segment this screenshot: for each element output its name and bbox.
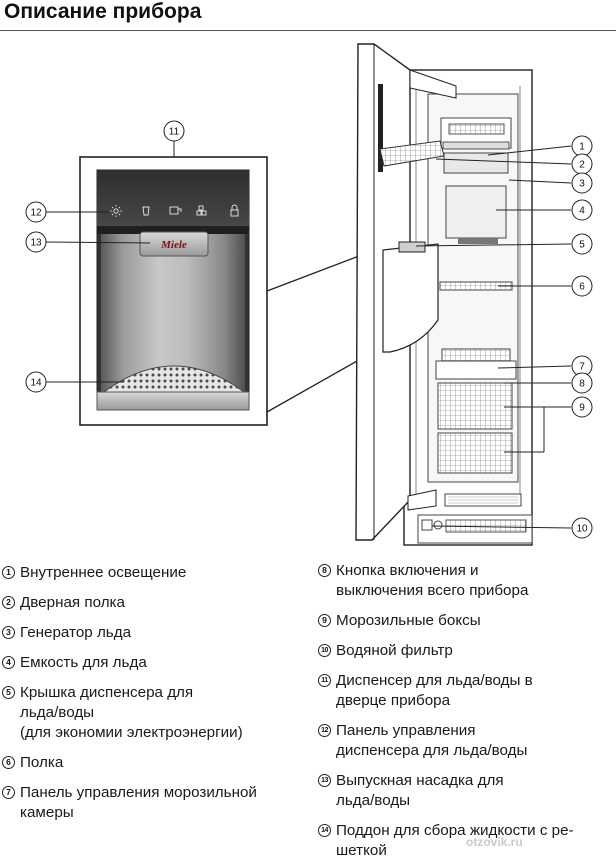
item-number: 1	[2, 566, 15, 579]
callout-12: 12	[25, 201, 47, 223]
legend-item: 7 Панель управления морозильной камеры	[2, 783, 302, 823]
item-label: Панель управления диспенсера для льда/во…	[336, 722, 528, 759]
legend-item: 9 Морозильные боксы	[318, 611, 614, 631]
item-label: Поддон для сбора жидкости с ре- шеткой	[336, 822, 574, 859]
item-label: Диспенсер для льда/воды в дверце прибора	[336, 672, 533, 709]
item-number: 4	[2, 656, 15, 669]
item-label: Панель управления морозильной камеры	[20, 784, 257, 821]
cup-icon	[142, 206, 150, 216]
legend-item: 5 Крышка диспенсера для льда/воды (для эк…	[2, 683, 302, 743]
legend-left: 1 Внутреннее освещение 2 Дверная полка 3 Ге…	[2, 563, 302, 823]
item-number: 8	[318, 564, 331, 577]
item-number: 5	[2, 686, 15, 699]
item-number: 11	[318, 674, 331, 687]
svg-text:10: 10	[576, 524, 588, 535]
freezer-illustration	[355, 43, 533, 546]
callout-6: 6	[571, 275, 593, 297]
svg-text:3: 3	[579, 179, 585, 190]
callout-3: 3	[571, 172, 593, 194]
appliance-diagram: Miele	[25, 43, 593, 546]
legend-item: 4 Емкость для льда	[2, 653, 302, 673]
outlet-nozzle: Miele	[139, 231, 209, 257]
svg-text:2: 2	[579, 160, 585, 171]
callout-9: 9	[571, 396, 593, 418]
callout-8: 8	[571, 372, 593, 394]
legend-item: 10 Водяной фильтр	[318, 641, 614, 661]
callout-5: 5	[571, 233, 593, 255]
svg-text:1: 1	[579, 142, 585, 153]
item-number: 6	[2, 756, 15, 769]
legend-item: 1 Внутреннее освещение	[2, 563, 302, 583]
svg-text:11: 11	[169, 127, 180, 138]
leader-lines	[45, 139, 572, 529]
item-label: Выпускная насадка для льда/воды	[336, 772, 504, 809]
legend-item: 2 Дверная полка	[2, 593, 302, 613]
legend-right: 8 Кнопка включения и выключения всего при…	[318, 561, 614, 861]
item-label: Емкость для льда	[20, 654, 147, 671]
svg-text:7: 7	[579, 362, 585, 373]
callout-2: 2	[571, 153, 593, 175]
item-label: Кнопка включения и выключения всего приб…	[336, 562, 529, 599]
dispenser-zoom: Miele	[79, 156, 381, 426]
item-label: Крышка диспенсера для льда/воды (для эко…	[20, 684, 243, 741]
svg-text:12: 12	[30, 208, 42, 219]
item-label: Генератор льда	[20, 624, 132, 641]
control-panel-icons	[110, 204, 239, 217]
item-number: 2	[2, 596, 15, 609]
legend-item: 8 Кнопка включения и выключения всего при…	[318, 561, 614, 601]
brand-logo: Miele	[160, 239, 187, 251]
callout-14: 14	[25, 371, 47, 393]
item-number: 13	[318, 774, 331, 787]
item-label: Морозильные боксы	[336, 612, 481, 629]
item-label: Полка	[20, 754, 64, 771]
drip-tray	[96, 365, 250, 411]
legend-item: 12 Панель управления диспенсера для льда/…	[318, 721, 614, 761]
svg-text:9: 9	[579, 403, 585, 414]
callout-4: 4	[571, 199, 593, 221]
page-title: Описание прибора	[4, 0, 202, 23]
legend-item: 11 Диспенсер для льда/воды в дверце прибо…	[318, 671, 614, 711]
svg-text:14: 14	[30, 378, 42, 389]
light-icon	[110, 205, 122, 217]
lock-icon	[230, 204, 239, 217]
callout-13: 13	[25, 231, 47, 253]
item-number: 3	[2, 626, 15, 639]
callout-10: 10	[571, 517, 593, 539]
svg-text:6: 6	[579, 282, 585, 293]
item-label: Внутреннее освещение	[20, 564, 187, 581]
item-number: 7	[2, 786, 15, 799]
water-icon	[169, 206, 182, 215]
item-label: Водяной фильтр	[336, 642, 453, 659]
svg-text:5: 5	[579, 240, 585, 251]
callout-1: 1	[571, 135, 593, 157]
item-number: 12	[318, 724, 331, 737]
title-divider	[0, 30, 616, 31]
item-number: 14	[318, 824, 331, 837]
item-number: 9	[318, 614, 331, 627]
callout-11: 11	[163, 120, 185, 142]
svg-text:8: 8	[579, 379, 585, 390]
svg-text:13: 13	[30, 238, 42, 249]
legend-item: 3 Генератор льда	[2, 623, 302, 643]
watermark: otzovik.ru	[466, 835, 523, 849]
ice-cubes-icon	[196, 205, 207, 216]
item-number: 10	[318, 644, 331, 657]
legend-item: 6 Полка	[2, 753, 302, 773]
legend-item: 14 Поддон для сбора жидкости с ре- шеткой	[318, 821, 614, 861]
legend-item: 13 Выпускная насадка для льда/воды	[318, 771, 614, 811]
svg-text:4: 4	[579, 206, 585, 217]
item-label: Дверная полка	[20, 594, 125, 611]
